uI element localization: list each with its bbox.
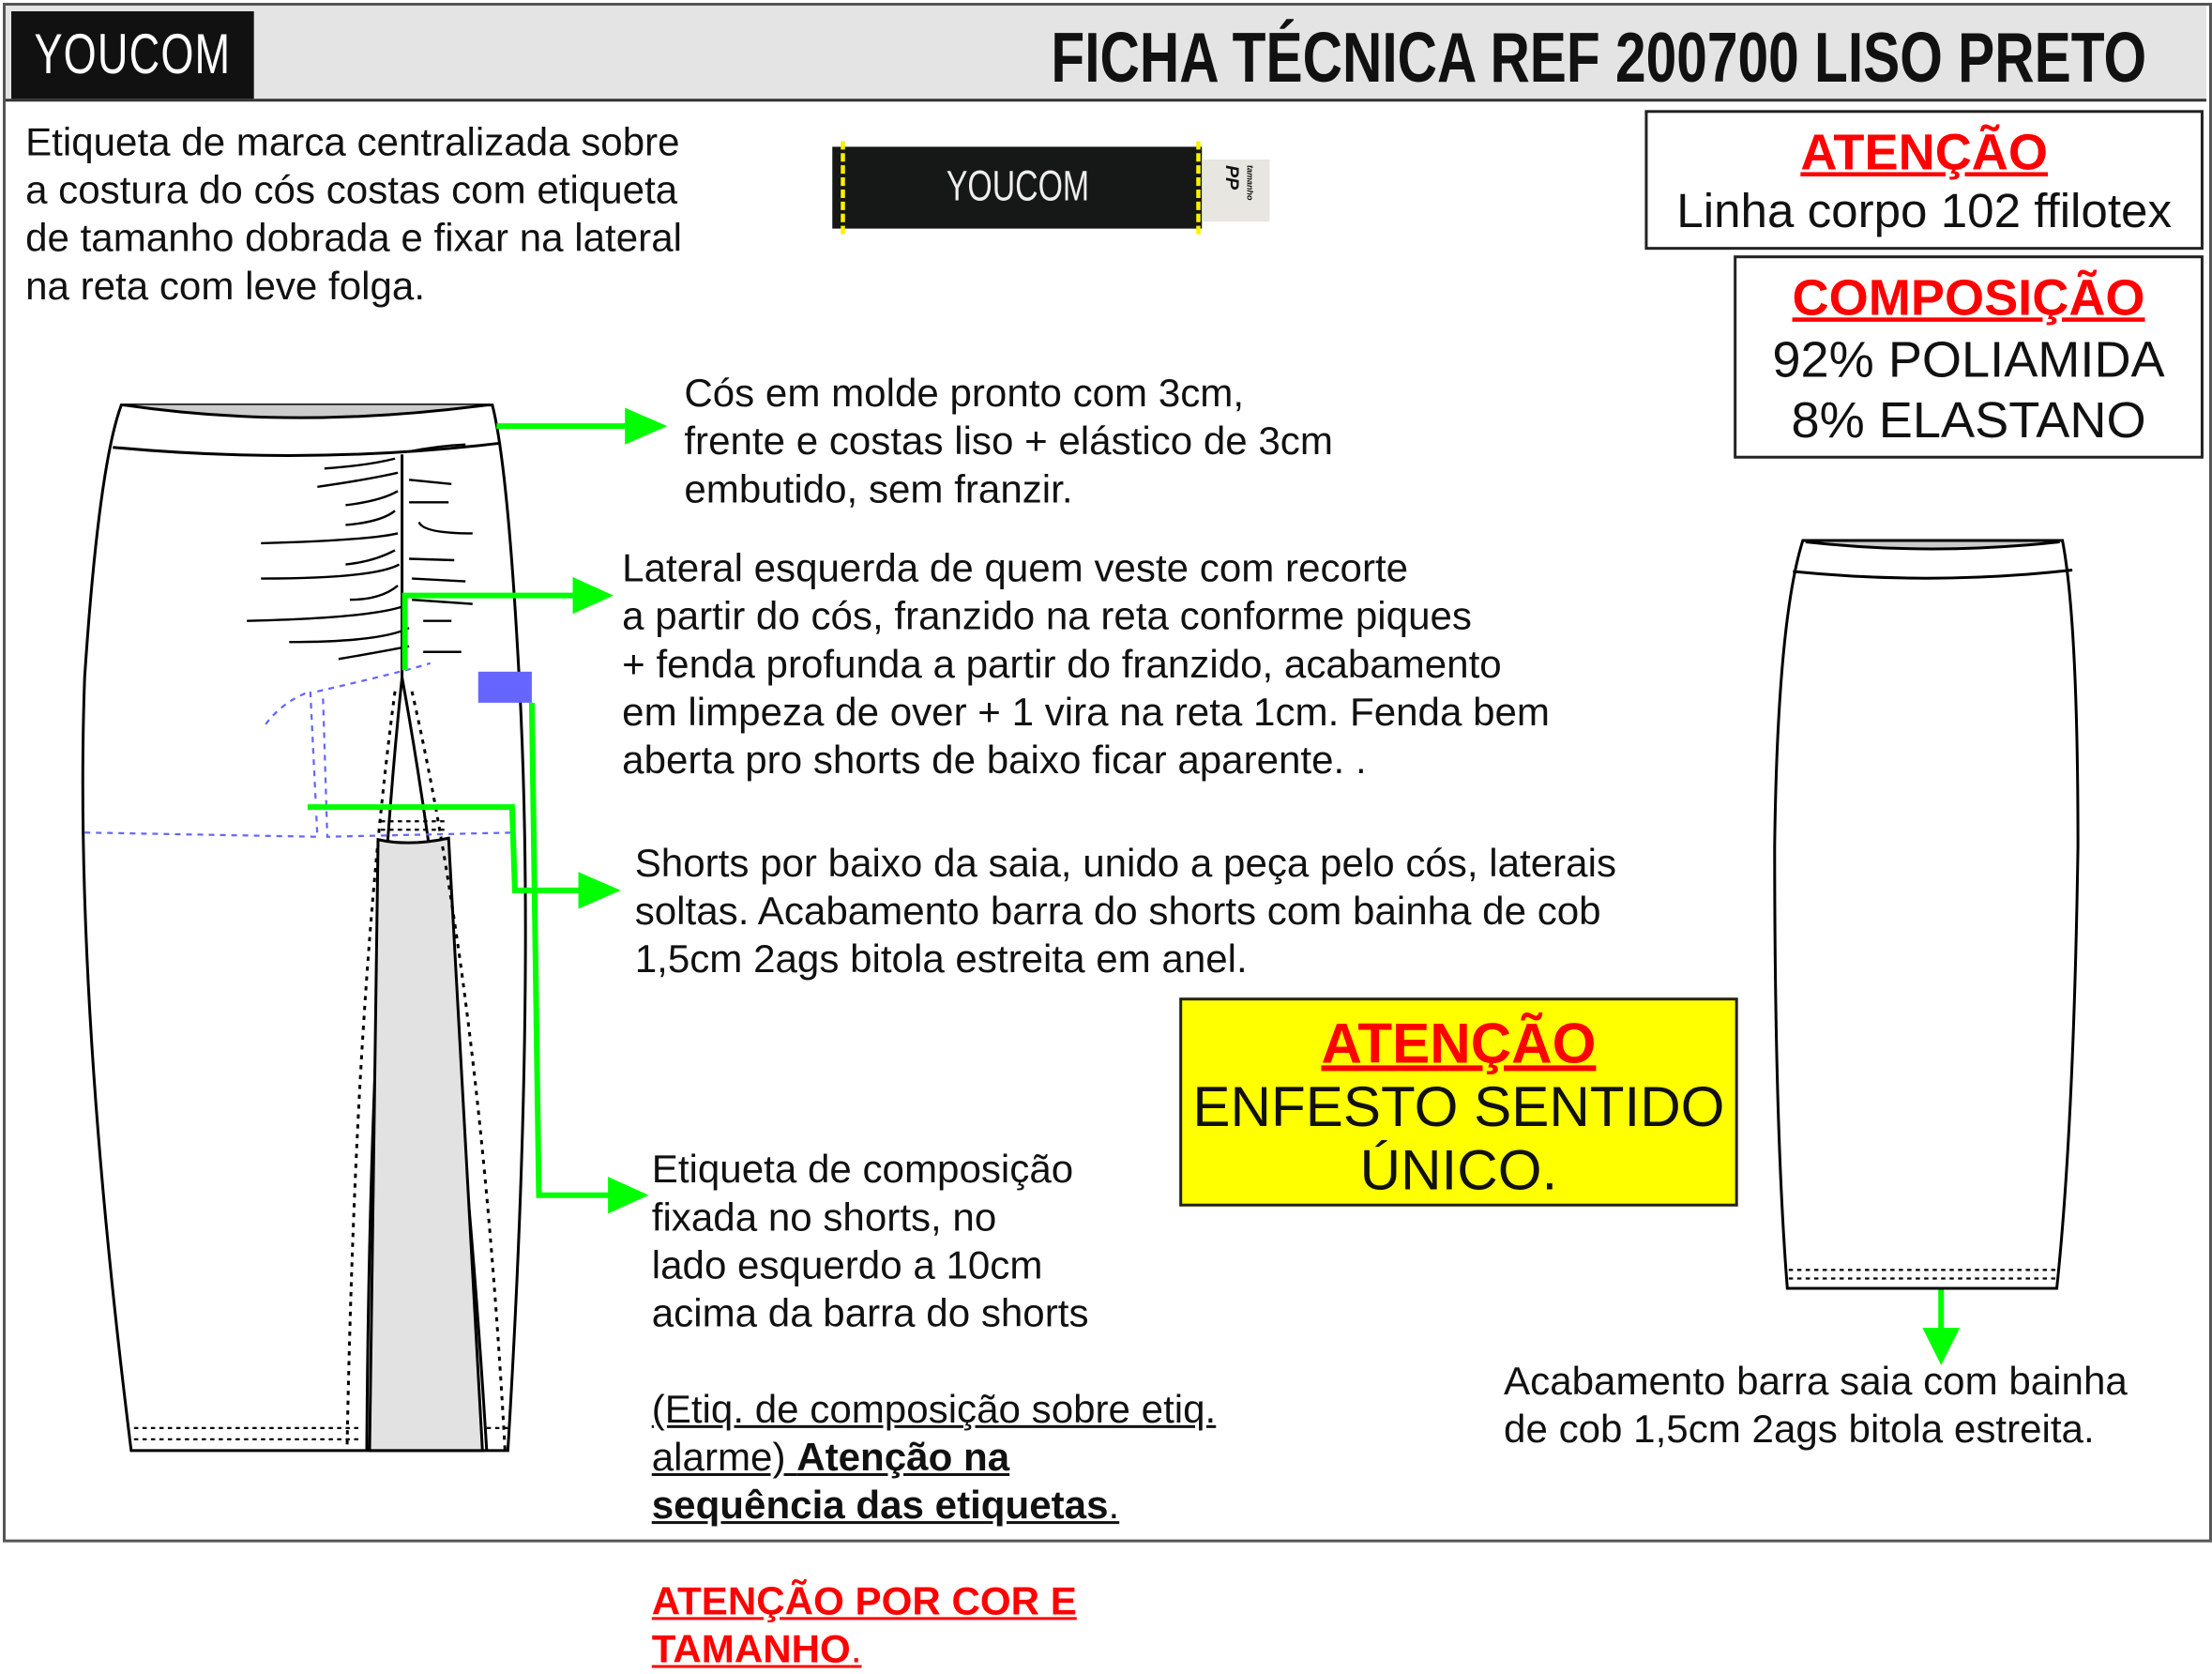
header-bar <box>6 6 2206 102</box>
comp-note-text: Etiqueta de composição fixada no shorts,… <box>651 1147 1089 1335</box>
composition-line: 92% POLIAMIDA <box>1772 329 2165 388</box>
pattern-guides <box>84 662 515 838</box>
composition-line: 8% ELASTANO <box>1791 390 2146 449</box>
brand-label-image: YOUCOM <box>832 146 1203 229</box>
arrows <box>307 407 1961 1365</box>
front-skirt-drawing <box>81 403 527 1453</box>
stitch-line <box>1196 141 1201 235</box>
spread-heading: ATENÇÃO <box>1321 1012 1597 1075</box>
thread-text: Linha corpo 102 ffilotex <box>1676 184 2173 239</box>
page-frame <box>3 3 2212 1543</box>
stitch-line <box>841 141 845 235</box>
logo-text: YOUCOM <box>34 23 232 85</box>
page-title: FICHA TÉCNICA REF 200700 LISO PRETO <box>1051 18 2147 98</box>
side-note: Lateral esquerda de quem veste com recor… <box>622 545 1550 783</box>
comp-note-bold: Atenção na sequência das etiquetas <box>651 1435 1109 1528</box>
comp-note-alert: ATENÇÃO POR COR E TAMANHO <box>651 1578 1077 1671</box>
attention-spread-box: ATENÇÃO ENFESTO SENTIDO ÚNICO. <box>1179 997 1738 1207</box>
spread-line: ÚNICO. <box>1359 1140 1558 1203</box>
composition-heading: COMPOSIÇÃO <box>1792 267 2145 327</box>
spread-line: ENFESTO SENTIDO <box>1192 1076 1725 1139</box>
comp-note-underlined: (Etiq. de composição sobre etiq. alarme) <box>651 1387 1217 1479</box>
label-logo: YOUCOM <box>946 163 1089 211</box>
tech-sheet: YOUCOM FICHA TÉCNICA REF 200700 LISO PRE… <box>3 3 2212 1670</box>
back-skirt-drawing <box>1773 539 2080 1290</box>
composition-box: COMPOSIÇÃO 92% POLIAMIDA 8% ELASTANO <box>1734 255 2204 459</box>
brand-label-note: Etiqueta de marca centralizada sobre a c… <box>25 119 682 308</box>
garment-drawings <box>81 403 2080 1453</box>
label-position-marker <box>477 671 532 703</box>
hem-note: Acabamento barra saia com bainha de cob … <box>1504 1359 2128 1451</box>
size-tag: tamanho PP <box>1202 159 1270 222</box>
shorts-note: Shorts por baixo da saia, unido a peça p… <box>634 841 1617 982</box>
attention-thread-box: ATENÇÃO Linha corpo 102 ffilotex <box>1644 110 2204 251</box>
attention-heading: ATENÇÃO <box>1800 122 2049 181</box>
waistband-note: Cós em molde pronto com 3cm, frente e co… <box>684 371 1333 511</box>
brand-logo: YOUCOM <box>11 11 254 99</box>
